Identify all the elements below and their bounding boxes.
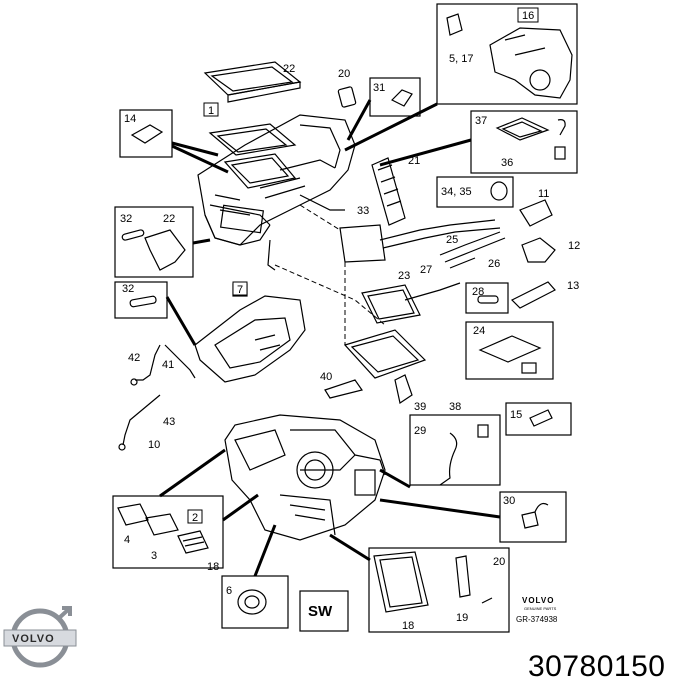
box-14	[119, 109, 173, 158]
callout-13: 13	[567, 280, 579, 292]
drain-pipes	[118, 344, 196, 451]
sw-box	[299, 590, 349, 632]
callout-15: 15	[510, 409, 522, 421]
part-13	[510, 281, 556, 309]
box-34-35	[436, 176, 514, 208]
callout-6: 6	[226, 585, 232, 597]
callout-5-17: 5, 17	[449, 53, 473, 65]
callout-16: 16	[522, 10, 534, 22]
clip-20	[337, 86, 357, 108]
leader-16	[344, 102, 438, 152]
callout-22-upper: 22	[283, 63, 295, 75]
callout-18-vent: 18	[207, 561, 219, 573]
evaporator-23	[361, 282, 461, 324]
callout-34-35: 34, 35	[441, 186, 472, 198]
callout-26: 26	[488, 258, 500, 270]
callout-33: 33	[357, 205, 369, 217]
callout-32-lower: 32	[122, 283, 134, 295]
leader-32b	[165, 296, 197, 346]
lower-housing-7	[194, 283, 306, 383]
volvo-logo: VOLVO	[3, 606, 77, 668]
heater-core-33	[339, 219, 501, 263]
brand-small-sub: GENUINE PARTS	[524, 606, 557, 611]
filter-element-1	[208, 123, 297, 189]
callout-4: 4	[124, 534, 130, 546]
callout-14: 14	[124, 113, 136, 125]
upper-housing	[197, 114, 356, 271]
callout-27: 27	[420, 264, 432, 276]
callout-21: 21	[408, 155, 420, 167]
callout-30: 30	[503, 495, 515, 507]
callout-32-upper: 32	[120, 213, 132, 225]
callout-31: 31	[373, 82, 385, 94]
reference-code: GR-374938	[516, 615, 558, 624]
part-11	[519, 199, 553, 227]
callout-22-lower: 22	[163, 213, 175, 225]
callout-28: 28	[472, 286, 484, 298]
box-28	[465, 282, 509, 314]
box-2	[112, 495, 224, 569]
lower-main-housing	[224, 414, 386, 541]
sensor-21	[371, 157, 406, 226]
callout-24: 24	[473, 325, 485, 337]
callout-11: 11	[538, 188, 549, 200]
pipes-25-26	[439, 231, 506, 269]
box-37	[470, 110, 578, 174]
callout-2: 2	[192, 512, 198, 524]
callout-23: 23	[398, 270, 410, 282]
bracket-40	[324, 379, 363, 399]
callout-38: 38	[449, 401, 461, 413]
leader-6	[253, 524, 277, 577]
callout-39: 39	[414, 401, 426, 413]
callout-18-filter: 18	[402, 620, 414, 632]
box-24	[465, 321, 554, 380]
box-18-19-20	[368, 547, 510, 633]
part-number: 30780150	[528, 650, 666, 683]
sw-label: SW	[308, 603, 333, 620]
box-31	[369, 77, 421, 117]
callout-20-upper: 20	[338, 68, 350, 80]
callout-25: 25	[446, 234, 458, 246]
box-32-lower	[114, 281, 168, 319]
callout-10: 10	[148, 439, 160, 451]
box-16	[436, 3, 578, 105]
callout-19: 19	[456, 612, 468, 624]
box-29	[409, 414, 501, 486]
leader-14	[171, 141, 229, 174]
leader-37	[379, 138, 472, 167]
box-6	[221, 575, 289, 629]
filter-frame-22	[203, 61, 302, 103]
logo-text: VOLVO	[12, 633, 55, 645]
leader-2	[159, 448, 226, 498]
part-12	[521, 237, 556, 263]
leader-30	[379, 498, 501, 519]
leader-31	[346, 99, 372, 141]
callout-1: 1	[208, 105, 214, 117]
callout-29: 29	[414, 425, 426, 437]
callout-43: 43	[163, 416, 175, 428]
callout-42: 42	[128, 352, 140, 364]
callout-41: 41	[162, 359, 174, 371]
actuator-39	[343, 329, 427, 404]
callout-12: 12	[568, 240, 580, 252]
callout-40: 40	[320, 371, 332, 383]
leader-29	[379, 468, 411, 489]
leader-2b	[222, 493, 259, 522]
leader-32a	[192, 238, 211, 245]
leader-sw	[329, 533, 371, 562]
callout-37: 37	[475, 115, 487, 127]
callout-20-lower: 20	[493, 556, 505, 568]
callout-36: 36	[501, 157, 513, 169]
box-15	[505, 402, 572, 436]
callout-7: 7	[237, 284, 243, 296]
brand-small: VOLVO	[522, 596, 554, 605]
callout-3: 3	[151, 550, 157, 562]
